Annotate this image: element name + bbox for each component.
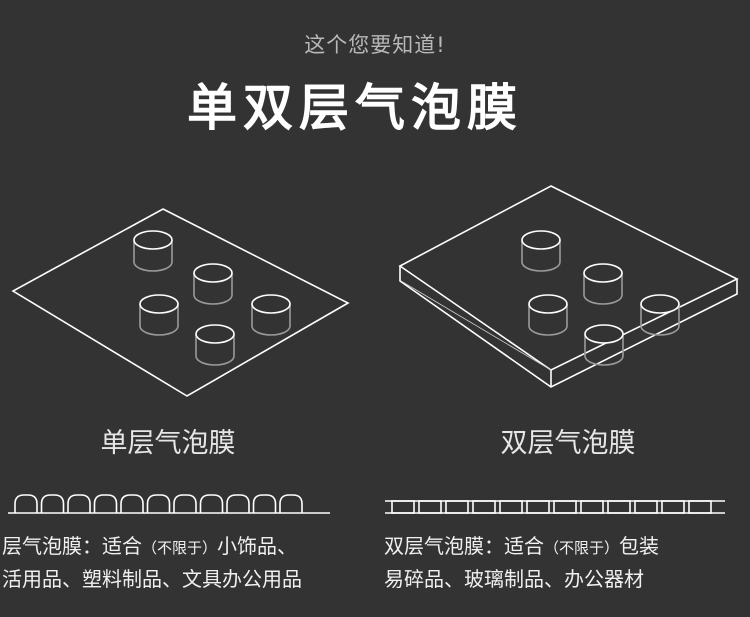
bubble-bump-icon [226,494,250,513]
bubble-bump-icon [67,494,91,513]
double-layer-sheet [398,185,739,388]
bubble-cell-icon [607,500,631,514]
single-desc-line1: 层气泡膜：适合（不限于）小饰品、 [2,531,302,564]
bubble-cell-icon [634,500,658,514]
single-layer-description: 层气泡膜：适合（不限于）小饰品、 活用品、塑料制品、文具办公用品 [2,531,302,595]
double-desc-text-a: 双层气泡膜：适合 [384,534,544,558]
bubble-icon [584,324,624,366]
page-title: 单双层气泡膜 [187,79,523,137]
bubble-cell-icon [688,500,712,514]
bubble-icon [528,294,568,336]
bubble-icon [139,294,179,336]
bubble-cell-icon [661,500,685,514]
bubble-bump-icon [93,494,118,513]
double-desc-line2: 易碎品、玻璃制品、办公器材 [384,567,644,591]
bubble-bump-icon [199,494,224,513]
bubble-bump-icon [14,494,38,513]
single-layer-label: 单层气泡膜 [100,428,236,459]
bubble-icon [133,230,173,272]
single-desc-line2: 活用品、塑料制品、文具办公用品 [2,567,302,591]
bubble-bump-icon [252,494,277,513]
bubble-icon [251,294,291,336]
bubble-bump-icon [173,494,197,513]
bubble-cell-icon [580,500,604,514]
bubble-cell-icon [391,500,415,514]
eyebrow-text: 这个您要知道! [304,33,446,57]
bubble-cell-icon [553,500,577,514]
bubble-icon [195,324,235,366]
double-desc-note: （不限于） [544,539,620,557]
single-layer-bubbles [133,230,291,366]
bubble-bump-icon [146,494,171,513]
single-layer-profile [8,494,330,514]
bubble-cell-icon [472,500,496,514]
bubble-cell-icon [499,500,523,514]
bubble-bump-icon [120,494,144,513]
double-layer-label: 双层气泡膜 [500,428,636,459]
double-layer-profile [385,500,725,514]
double-desc-text-b: 包装 [619,534,660,558]
bubble-cell-icon [445,500,469,514]
double-desc-line1: 双层气泡膜：适合（不限于）包装 [384,531,659,564]
bubble-icon [583,263,623,305]
single-desc-text-b: 小饰品、 [217,534,298,558]
bubble-cell-icon [526,500,550,514]
bubble-icon [193,263,233,305]
bubble-bump-icon [279,494,303,513]
single-desc-note: （不限于） [142,539,218,557]
bubble-icon [640,294,680,336]
bubble-bump-icon [40,494,65,513]
bubble-cell-icon [418,500,442,514]
single-desc-text-a: 层气泡膜：适合 [2,534,142,558]
double-layer-bubbles [521,230,680,366]
double-layer-description: 双层气泡膜：适合（不限于）包装 易碎品、玻璃制品、办公器材 [384,531,659,595]
single-layer-sheet [11,208,350,397]
bubble-icon [521,230,561,272]
